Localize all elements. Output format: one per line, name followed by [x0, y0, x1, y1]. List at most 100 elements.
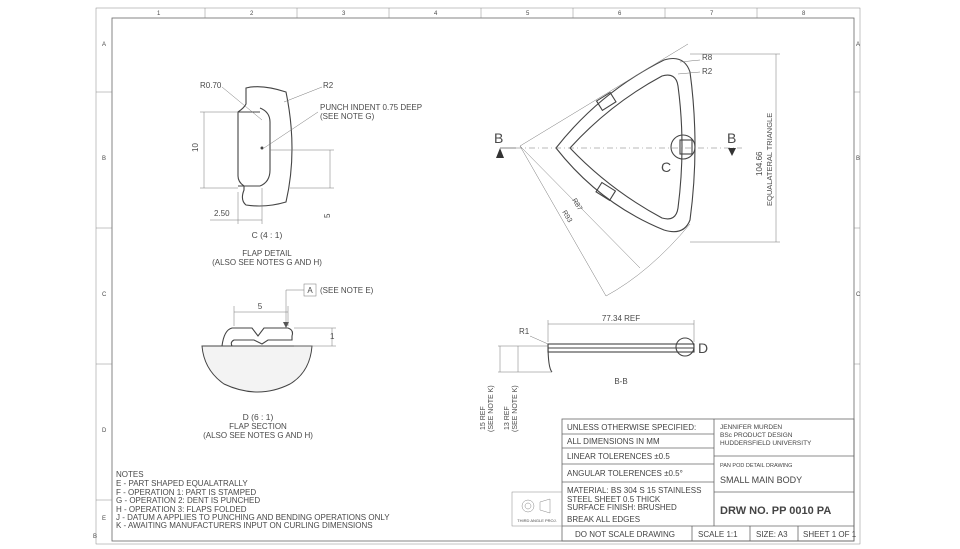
tb-all-dims: ALL DIMENSIONS IN MM: [567, 437, 660, 446]
punch-point: [260, 146, 264, 150]
flap-section-view-label: D (6 : 1): [243, 412, 274, 422]
punch-leader: [263, 111, 319, 149]
r070-leader: [221, 86, 263, 121]
flap-detail-outline: [237, 86, 293, 207]
flap-section-caption: FLAP SECTION: [229, 422, 287, 431]
note-f: F - OPERATION 1: PART IS STAMPED: [116, 488, 256, 497]
flap-section-dome: [201, 345, 313, 393]
width-label: 2.50: [214, 209, 230, 218]
note-j: J - DATUM A APPLIES TO PUNCHING AND BEND…: [116, 513, 390, 522]
zone-row-labels: A B C D E A B C B: [93, 42, 861, 540]
triangle-inner: [569, 74, 683, 220]
ref13-note: (SEE NOTE K): [512, 385, 519, 432]
flap-detail-caption-2: (ALSO SEE NOTES G AND H): [212, 258, 322, 267]
projection-box: [511, 491, 563, 527]
height-note-label: EQUALATERAL TRIANGLE: [765, 113, 774, 206]
tb-material-1: MATERIAL: BS 304 S 15 STAINLESS: [567, 486, 701, 495]
title-block: THIRD ANGLE PROJ. UNLESS OTHERWISE SPECI…: [511, 418, 857, 542]
top-ext-line: [519, 43, 689, 147]
section-b-left: B: [494, 130, 503, 146]
r2-label: R2: [323, 81, 334, 90]
section-bb-curl-left: [547, 343, 553, 373]
section-width-label: 77.34 REF: [602, 314, 640, 323]
flap-section-flap: [221, 327, 294, 347]
flap-section-width-label: 5: [258, 302, 263, 311]
tb-finish: SURFACE FINISH: BRUSHED: [567, 503, 677, 512]
notes-heading: NOTES: [116, 470, 144, 479]
note-h: H - OPERATION 3: FLAPS FOLDED: [116, 505, 247, 514]
flap-section-height-label: 1: [330, 332, 335, 341]
zone-col-8: 8: [802, 11, 806, 17]
r87-line: [519, 145, 607, 297]
section-bb-label: B-B: [614, 377, 627, 386]
r070-label: R0.70: [200, 81, 222, 90]
datum-letter: A: [307, 286, 313, 295]
note-k: K - AWAITING MANUFACTURERS INPUT ON CURL…: [116, 521, 373, 530]
section-bb-view: 77.34 REF R1 15 REF (SEE NOTE K) 13 REF …: [480, 314, 708, 432]
zone-col-7: 7: [710, 11, 714, 17]
zone-row-b: B: [102, 156, 106, 162]
zone-row-a-right: A: [856, 42, 860, 48]
notes-block: NOTES E - PART SHAPED EQUALATRALLY F - O…: [116, 470, 390, 530]
height-label: 10: [191, 143, 200, 152]
tb-drawing-number: DRW NO. PP 0010 PA: [720, 505, 831, 517]
tb-break-edges: BREAK ALL EDGES: [567, 515, 640, 524]
flap-top: [595, 91, 617, 112]
ref15-label: 15 REF: [480, 406, 487, 430]
flap-detail-view-label: C (4 : 1): [252, 230, 283, 240]
ref13-label: 13 REF: [504, 406, 511, 430]
punch-note-line1: PUNCH INDENT 0.75 DEEP: [320, 103, 422, 112]
datum-box: [303, 283, 317, 297]
r8-label: R8: [702, 53, 713, 62]
projection-label: THIRD ANGLE PROJ.: [517, 518, 557, 523]
zone-col-3: 3: [342, 11, 346, 17]
r2-top-label: R2: [702, 67, 713, 76]
flap-right: [679, 139, 693, 155]
r87-label: R87: [570, 197, 583, 212]
datum-note: (SEE NOTE E): [320, 286, 374, 295]
punch-note-line2: (SEE NOTE G): [320, 112, 375, 121]
tb-university: HUDDERSFIELD UNIVERSITY: [720, 440, 812, 447]
zone-col-6: 6: [618, 11, 622, 17]
flap-section-view: A (SEE NOTE E) 5 1 D (6 : 1) FLAP SECTIO…: [201, 283, 374, 440]
section-arrow-right: [728, 148, 736, 156]
zone-col-4: 4: [434, 11, 438, 17]
detail-c-circle: [670, 134, 696, 160]
r87-arc: [605, 223, 691, 297]
r2-leader: [677, 71, 701, 75]
zone-ticks: [96, 8, 860, 501]
tb-material-2: STEEL SHEET 0.5 THICK: [567, 495, 661, 504]
tb-do-not-scale: DO NOT SCALE DRAWING: [575, 530, 675, 539]
zone-col-1: 1: [157, 11, 161, 17]
tb-author: JENNIFER MURDEN: [720, 424, 782, 431]
r93-label: R93: [560, 209, 573, 224]
r93-line: [519, 145, 641, 269]
title-block-frame: [561, 418, 855, 542]
outer-border: [95, 7, 861, 545]
zone-row-c: C: [102, 292, 107, 298]
tb-sheet: SHEET 1 OF 1: [803, 530, 857, 539]
r1-label: R1: [519, 327, 530, 336]
height-value-label: 104.66: [755, 151, 764, 176]
detail-c-callout: C: [661, 159, 671, 175]
r1-leader: [529, 335, 549, 345]
tb-angular: ANGULAR TOLERENCES ±0.5°: [567, 469, 683, 478]
detail-d-circle: [675, 337, 695, 357]
zone-row-a: A: [102, 42, 106, 48]
tb-part-name: SMALL MAIN BODY: [720, 475, 802, 485]
detail-d-callout: D: [698, 340, 708, 356]
zone-row-b-right: B: [856, 156, 860, 162]
zone-col-5: 5: [526, 11, 530, 17]
flap-bottom: [595, 181, 617, 202]
datum-triangle: [283, 322, 289, 328]
tb-scale: SCALE 1:1: [698, 530, 738, 539]
zone-row-c-right: C: [856, 292, 861, 298]
zone-col-2: 2: [250, 11, 254, 17]
tb-degree: BSc PRODUCT DESIGN: [720, 432, 793, 439]
zone-column-labels: 1 2 3 4 5 6 7 8: [157, 11, 806, 17]
flap-detail-view: R0.70 R2 PUNCH INDENT 0.75 DEEP (SEE NOT…: [191, 81, 422, 267]
ref15-note: (SEE NOTE K): [488, 385, 495, 432]
zone-row-e: E: [102, 516, 106, 522]
tb-size: SIZE: A3: [756, 530, 788, 539]
